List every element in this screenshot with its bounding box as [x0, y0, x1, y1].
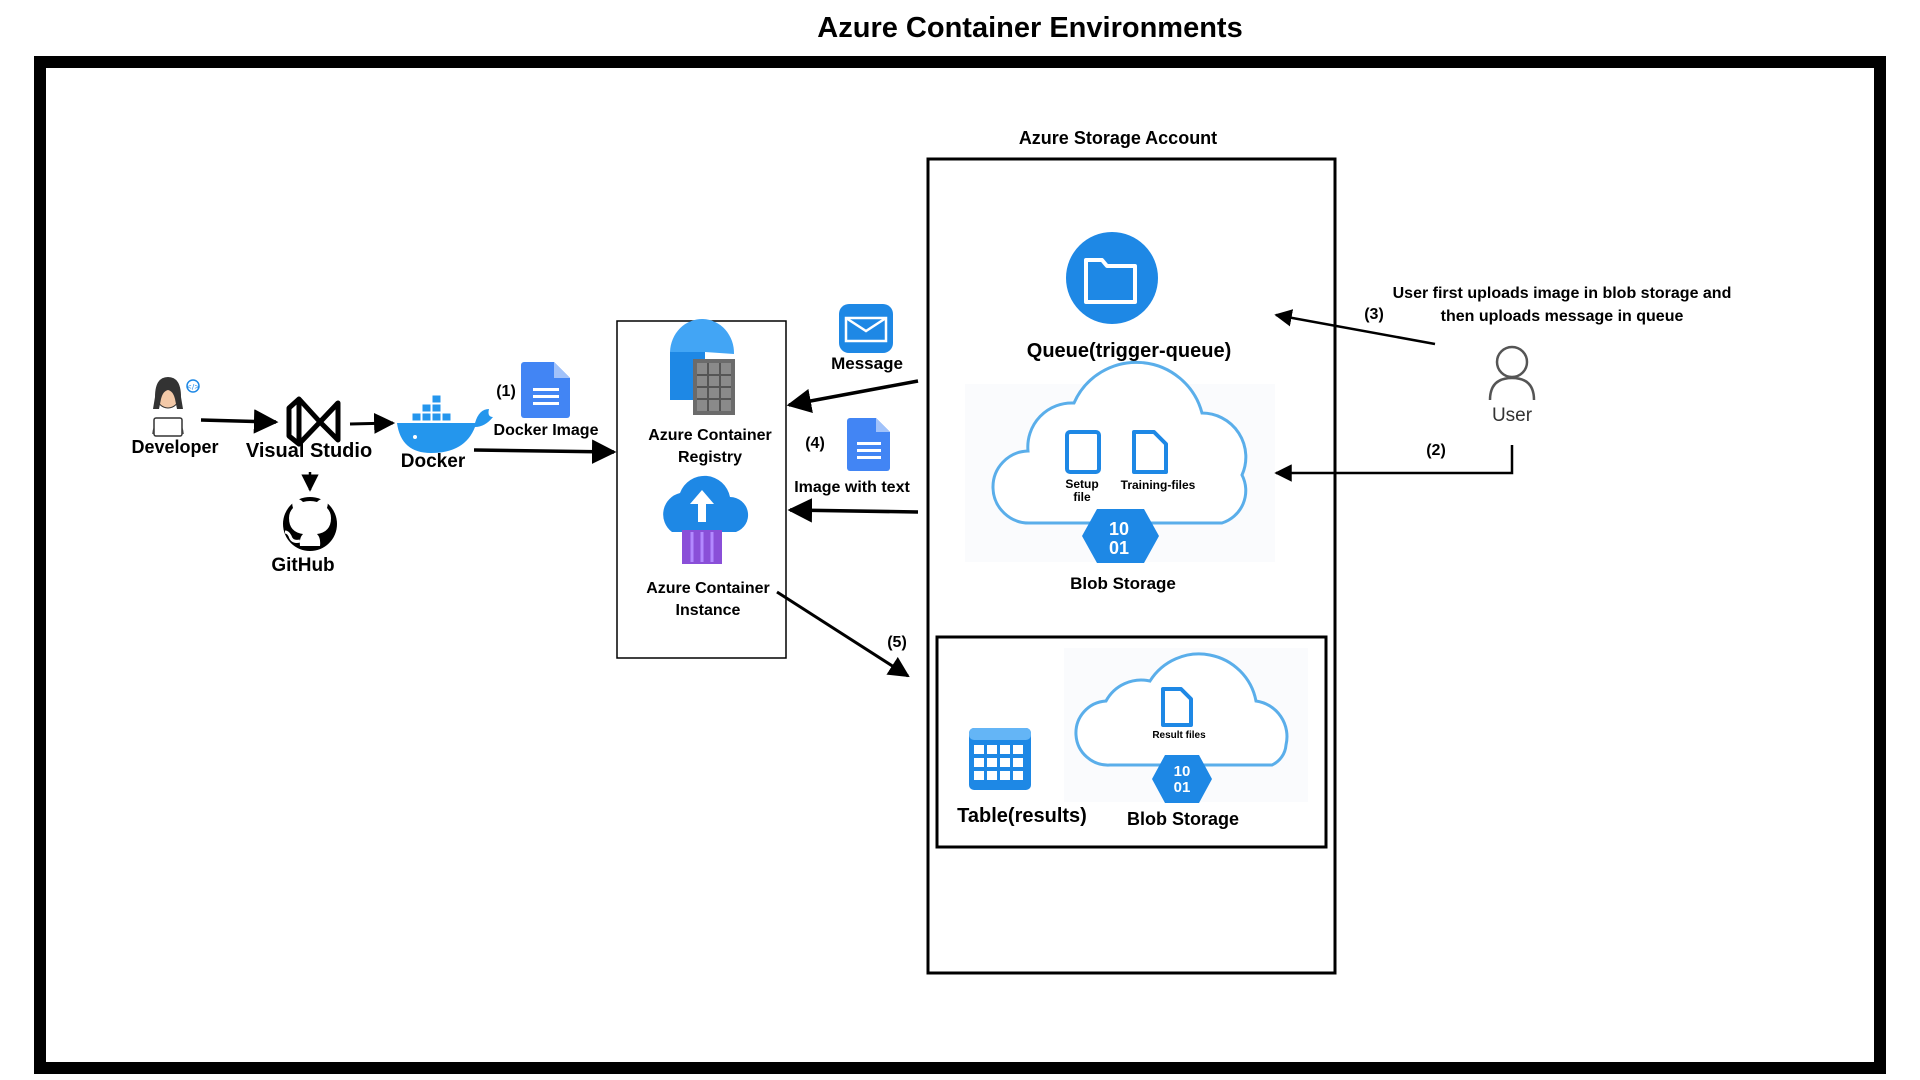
arrow-image-to-aci [787, 498, 919, 523]
storage-account-box [926, 157, 1337, 975]
results-binary-hexagon-icon [1152, 755, 1212, 803]
developer-label: Developer [131, 437, 219, 457]
queue-folder-icon [1066, 232, 1158, 324]
docker-image-doc-icon [521, 362, 570, 418]
container-instance-icon [663, 475, 749, 564]
table-results-icon [969, 728, 1031, 790]
container-registry-icon [670, 318, 735, 415]
setup-file-label: Setup file [1065, 477, 1099, 505]
results-binary-bottom: 01 [1173, 779, 1191, 796]
storage-account-label: Azure Storage Account [1018, 128, 1218, 148]
arrow-developer-to-vs [200, 409, 279, 434]
container-registry-label: Azure Container Registry [648, 427, 772, 466]
queue-label: Queue(trigger-queue) [1026, 340, 1232, 362]
setup-file-icon [1065, 430, 1101, 474]
training-files-icon [1132, 430, 1168, 474]
container-instance-label: Azure Container Instance [646, 580, 770, 619]
user-note: User first uploads image in blob storage… [1392, 285, 1732, 326]
diagram-title: Azure Container Environments [817, 12, 1243, 44]
result-files-icon [1161, 687, 1193, 727]
results-box [935, 635, 1328, 849]
svg-text:</>: </> [186, 383, 200, 391]
image-with-text-doc-icon [847, 418, 890, 471]
step-2-label: (2) [1426, 442, 1446, 459]
results-blob-cloud [1064, 648, 1308, 802]
flow-arrows [200, 309, 1514, 678]
github-label: GitHub [271, 555, 335, 576]
arrow-user-to-queue [1274, 309, 1436, 346]
step-5-label: (5) [887, 634, 907, 651]
step-3-label: (3) [1364, 306, 1384, 323]
docker-label: Docker [400, 451, 466, 472]
user-label: User [1491, 405, 1533, 426]
blob-binary-bottom: 01 [1108, 538, 1130, 558]
user-icon [1488, 345, 1536, 401]
message-label: Message [831, 354, 903, 373]
training-files-label: Training-files [1120, 478, 1196, 492]
message-mail-icon [839, 304, 893, 353]
arrow-docker-to-acr [473, 439, 617, 464]
step-4-label: (4) [805, 435, 825, 452]
github-icon [283, 497, 337, 551]
arrow-user-to-blob [1274, 445, 1514, 482]
table-results-label: Table(results) [957, 805, 1087, 827]
arrow-message-to-acr [786, 379, 919, 414]
blob-binary-top: 10 [1108, 519, 1130, 539]
docker-icon [397, 394, 493, 453]
result-files-label: Result files [1152, 730, 1206, 741]
developer-icon: </> [152, 377, 200, 437]
outer-frame [34, 56, 1886, 1074]
blob-storage-label: Blob Storage [1070, 574, 1176, 593]
results-blob-storage-label: Blob Storage [1126, 809, 1240, 829]
image-with-text-label: Image with text [794, 479, 910, 496]
arrow-vs-to-docker [349, 412, 396, 434]
blob-binary-hexagon-icon [1082, 509, 1159, 563]
results-binary-top: 10 [1173, 763, 1191, 780]
arrow-aci-to-results [776, 590, 910, 678]
step-1-label: (1) [496, 383, 516, 400]
docker-image-label: Docker Image [493, 422, 599, 439]
visual-studio-label: Visual Studio [245, 440, 373, 462]
visual-studio-icon [286, 396, 341, 447]
